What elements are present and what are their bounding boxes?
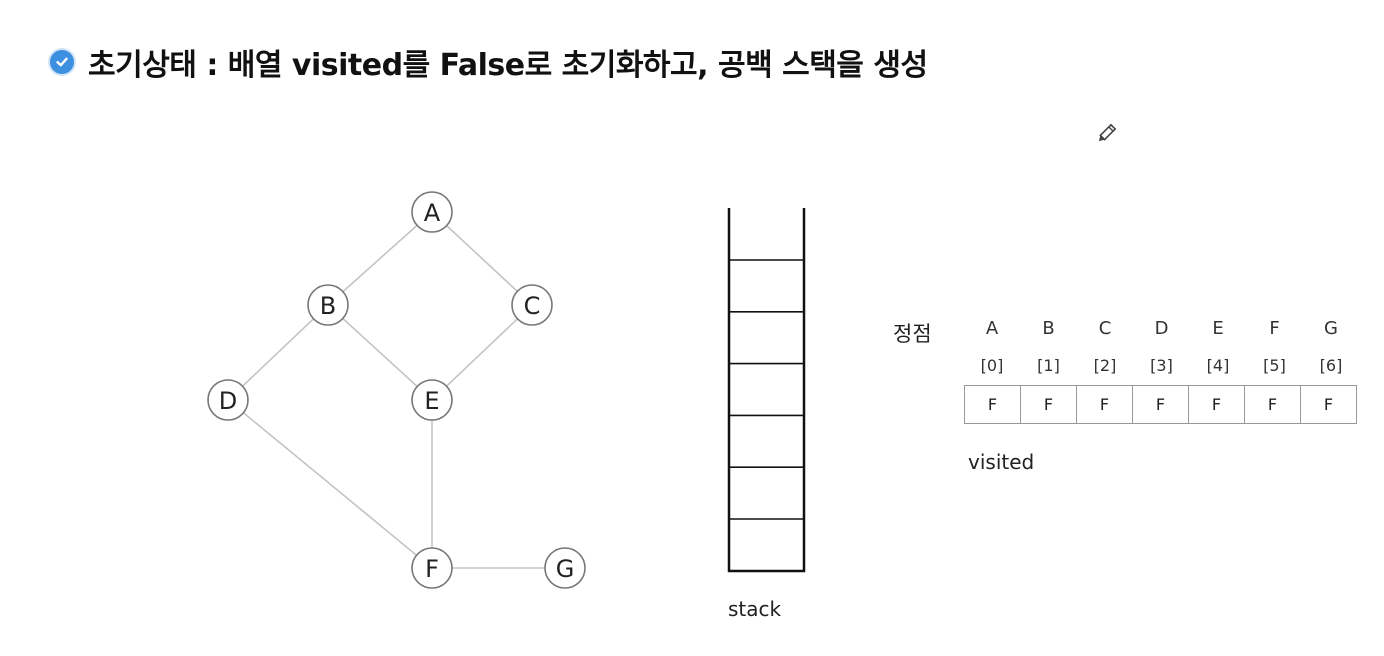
vertex-label: A — [985, 318, 999, 339]
node-circle — [411, 191, 453, 233]
node-circle — [411, 547, 453, 589]
node-label: C — [524, 292, 541, 320]
vertex-label: C — [1098, 318, 1112, 339]
stack-label: stack — [728, 597, 782, 621]
node-label: D — [219, 387, 237, 415]
array-index: [2] — [1093, 356, 1117, 375]
graph-nodes: A B C D E F G — [207, 191, 586, 589]
edge-b-e — [327, 304, 433, 401]
node-label: A — [424, 199, 441, 227]
edge-d-f — [227, 399, 433, 569]
visited-cell: F — [1244, 385, 1301, 424]
node-circle — [411, 379, 453, 421]
array-index: [5] — [1263, 356, 1286, 375]
visited-cell: F — [1020, 385, 1077, 424]
node-a: A — [411, 191, 453, 233]
array-index: [4] — [1206, 356, 1230, 375]
node-label: G — [556, 555, 575, 583]
visited-cell: F — [1076, 385, 1133, 424]
node-label: B — [320, 292, 336, 320]
vertex-label: B — [1042, 318, 1055, 339]
node-circle — [307, 284, 349, 326]
edge-b-d — [227, 304, 329, 401]
array-index: [0] — [980, 356, 1004, 375]
visited-cell: F — [1132, 385, 1189, 424]
stack-outline — [727, 208, 806, 573]
edge-c-e — [431, 304, 533, 401]
node-label: F — [425, 555, 439, 583]
visited-cell: F — [1188, 385, 1245, 424]
node-g: G — [544, 547, 586, 589]
node-label: E — [424, 387, 439, 415]
node-f: F — [411, 547, 453, 589]
vertex-heading: 정점 — [893, 322, 932, 346]
array-index: [1] — [1037, 356, 1060, 375]
array-index: [6] — [1319, 356, 1343, 375]
node-b: B — [307, 284, 349, 326]
node-c: C — [511, 284, 553, 326]
vertex-label: F — [1269, 318, 1280, 339]
node-circle — [544, 547, 586, 589]
vertex-label: G — [1324, 318, 1338, 339]
vertex-label: E — [1212, 318, 1224, 339]
edge-a-c — [431, 211, 533, 306]
stack-container — [727, 208, 806, 573]
graph-edges — [227, 211, 565, 569]
node-e: E — [411, 379, 453, 421]
vertex-label: D — [1154, 318, 1169, 339]
array-index: [3] — [1150, 356, 1173, 375]
visited-cell: F — [964, 385, 1021, 424]
title-row: 초기상태 : 배열 visited를 False로 초기화하고, 공백 스택을 … — [50, 40, 928, 84]
slide-title: 초기상태 : 배열 visited를 False로 초기화하고, 공백 스택을 … — [88, 48, 928, 83]
edge-a-b — [327, 211, 433, 306]
pencil-icon — [1098, 123, 1117, 142]
check-circle-icon — [50, 50, 74, 74]
visited-label: visited — [968, 450, 1035, 474]
node-circle — [511, 284, 553, 326]
node-circle — [207, 379, 249, 421]
visited-cell: F — [1300, 385, 1357, 424]
node-d: D — [207, 379, 249, 421]
